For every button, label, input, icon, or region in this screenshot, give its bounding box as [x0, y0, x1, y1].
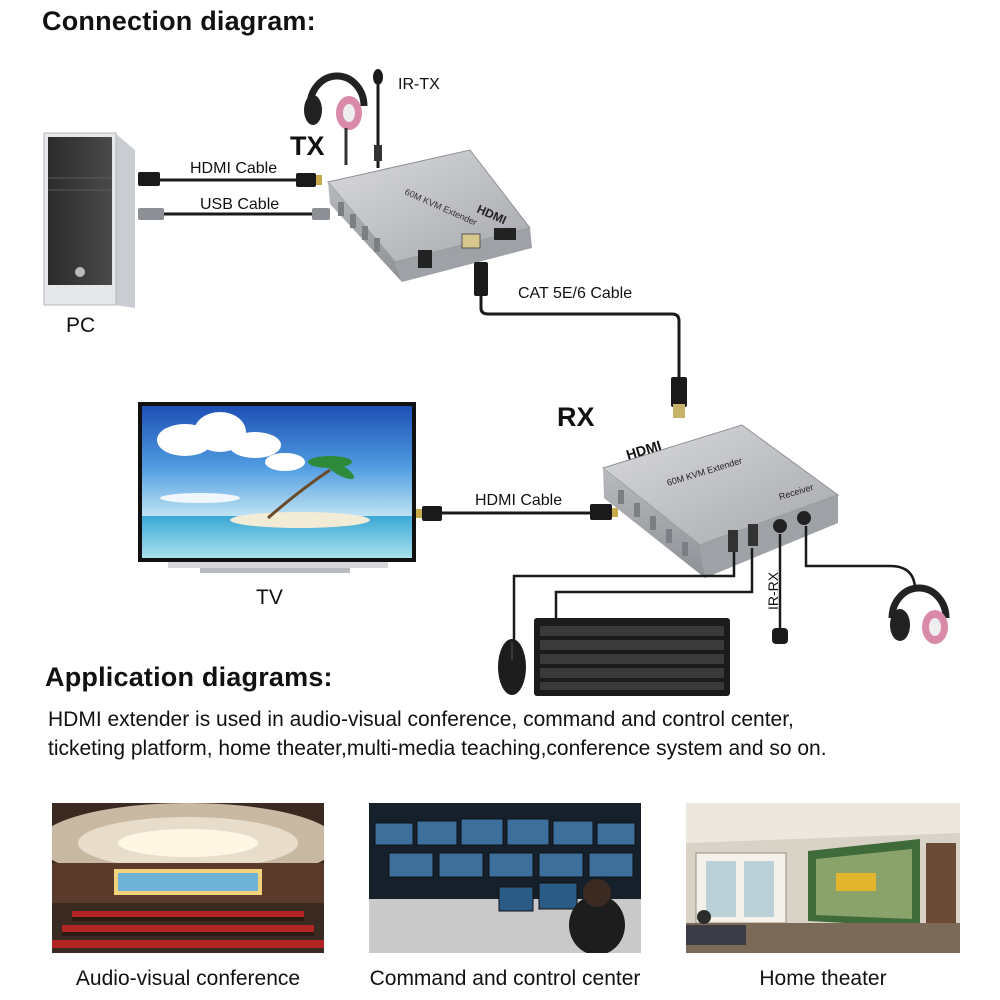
ir-tx-sensor-icon	[373, 69, 383, 168]
peripheral-cables-icon	[512, 526, 917, 640]
hdmi-cable-top-icon	[138, 172, 322, 187]
caption-home-theater: Home theater	[759, 967, 887, 990]
application-description-line-1: HDMI extender is used in audio-visual co…	[48, 708, 794, 731]
caption-audio-visual-conference: Audio-visual conference	[75, 967, 301, 990]
pc-label: PC	[66, 314, 96, 337]
photo-home-theater	[686, 803, 960, 953]
usb-cable-label: USB Cable	[200, 196, 280, 213]
rx-label: RX	[557, 402, 595, 432]
hdmi-cable-bottom-label: HDMI Cable	[475, 492, 563, 509]
ir-tx-label: IR-TX	[398, 76, 440, 93]
caption-command-and-control-center: Command and control center	[369, 967, 641, 990]
ir-rx-label: IR-RX	[765, 571, 781, 610]
application-heading: Application diagrams:	[45, 662, 333, 692]
rx-extender-box-icon: HDMI 60M KVM Extender Receiver	[601, 424, 840, 578]
mouse-icon	[498, 639, 526, 695]
headphones-tx-icon	[304, 72, 368, 165]
ir-rx-sensor-icon	[772, 628, 788, 644]
keyboard-icon	[534, 618, 730, 696]
application-description-line-2: ticketing platform, home theater,multi-m…	[48, 737, 827, 760]
cat-cable-label: CAT 5E/6 Cable	[518, 285, 633, 302]
usb-cable-icon	[138, 208, 330, 220]
photo-command-and-control-center	[369, 803, 641, 953]
hdmi-cable-top-label: HDMI Cable	[190, 160, 278, 177]
tx-extender-box-icon: 60M KVM Extender HDMI	[327, 149, 532, 282]
pc-tower-icon	[43, 132, 135, 308]
photo-audio-visual-conference	[52, 803, 324, 953]
tv-icon	[138, 402, 416, 573]
connection-diagram: 60M KVM Extender HDMI	[43, 69, 950, 696]
headphones-rx-icon	[888, 584, 950, 644]
cat-cable-icon	[474, 262, 687, 418]
hdmi-cable-bottom-icon	[416, 504, 618, 521]
connection-heading: Connection diagram:	[42, 6, 316, 36]
tv-label: TV	[256, 586, 283, 609]
tx-label: TX	[290, 131, 325, 161]
